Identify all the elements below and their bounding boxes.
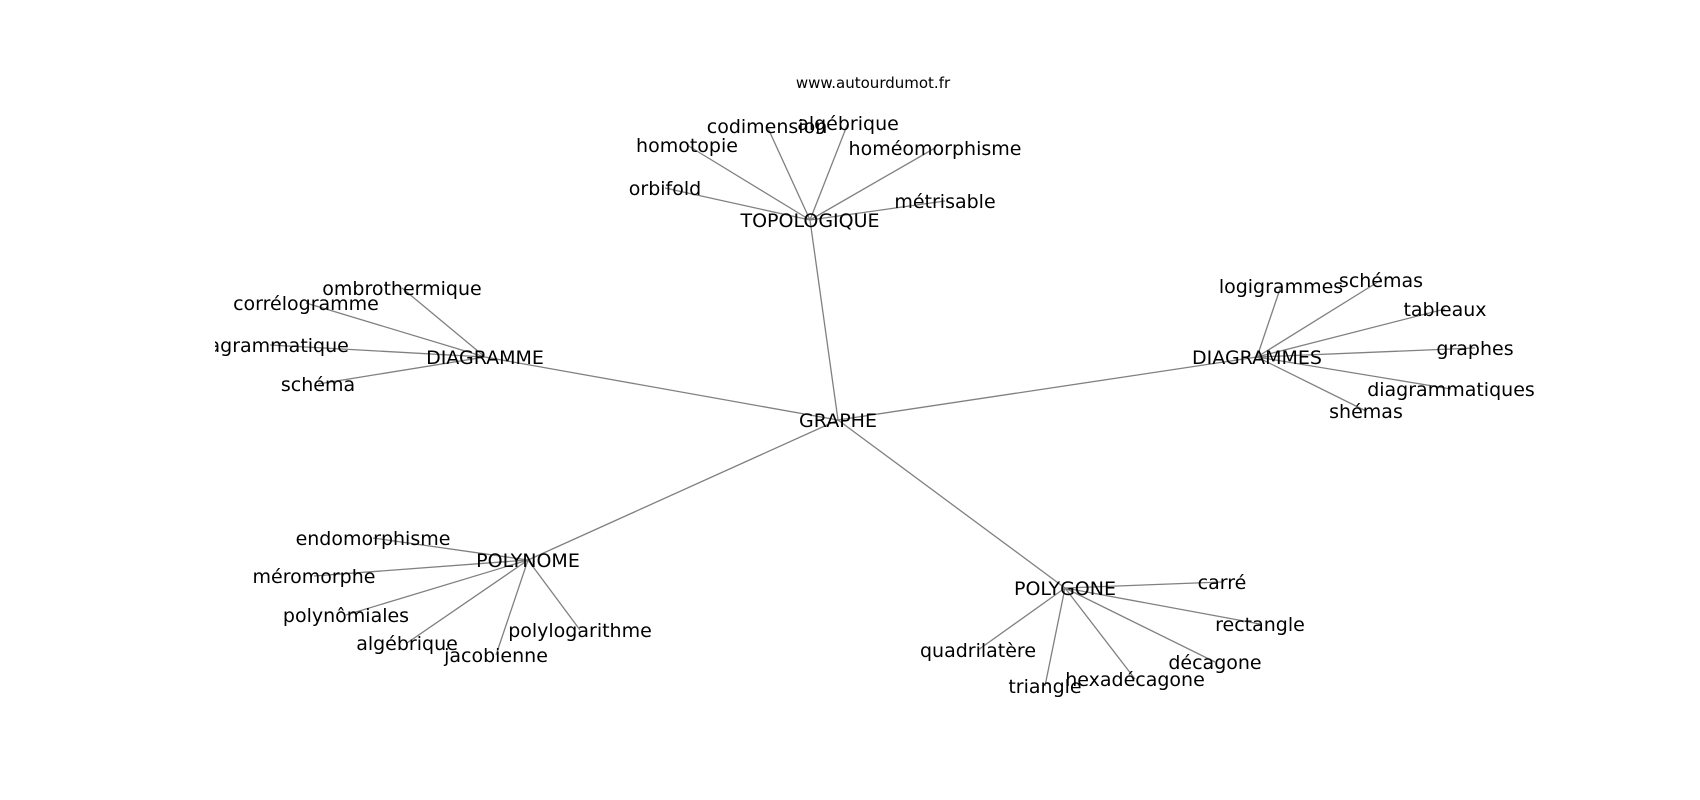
hub-node: POLYNOME: [476, 550, 580, 572]
leaf-node: homotopie: [636, 135, 738, 157]
node-labels: GRAPHETOPOLOGIQUEhomotopiecodimensionalg…: [191, 113, 1535, 698]
edge-hub-leaf: [1256, 308, 1446, 358]
leaf-node: ombrothermique: [322, 278, 481, 300]
leaf-node: méromorphe: [253, 566, 376, 588]
edge-center-hub: [837, 419, 1066, 589]
edge-center-hub: [837, 356, 1258, 421]
edge-center-hub: [484, 356, 839, 421]
edge-hub-leaf: [305, 302, 486, 358]
leaf-node: décagone: [1168, 652, 1261, 674]
edge-hub-leaf: [1044, 587, 1066, 687]
leaf-node: carré: [1198, 572, 1247, 594]
leaf-node: quadrilatère: [920, 640, 1036, 662]
leaf-node: triangle: [1008, 676, 1081, 698]
edges: [269, 122, 1476, 687]
edge-hub-leaf: [269, 344, 486, 358]
leaf-node: polynômiales: [283, 605, 409, 627]
edge-hub-leaf: [1064, 581, 1223, 589]
leaf-node: rectangle: [1215, 614, 1305, 636]
source-label: www.autourdumot.fr: [796, 74, 951, 92]
edge-hub-leaf: [1256, 347, 1476, 358]
edge-hub-leaf: [977, 587, 1066, 651]
leaf-node: métrisable: [894, 191, 995, 213]
edge-hub-leaf: [664, 187, 811, 221]
leaf-node: diagrammatiques: [1367, 379, 1535, 401]
edge-hub-leaf: [809, 200, 946, 221]
edge-hub-leaf: [406, 559, 529, 644]
edge-hub-leaf: [1064, 587, 1216, 663]
leaf-node: jacobienne: [443, 645, 548, 667]
leaf-node: tableaux: [1403, 299, 1486, 321]
edge-hub-leaf: [495, 559, 529, 656]
edge-hub-leaf: [809, 122, 849, 221]
hub-node: TOPOLOGIQUE: [739, 210, 879, 232]
leaf-node: shémas: [1329, 401, 1403, 423]
edge-hub-leaf: [809, 147, 936, 221]
leaf-node: schémas: [1339, 270, 1423, 292]
leaf-node: orbifold: [629, 178, 701, 200]
leaf-node: codimension: [707, 116, 828, 138]
edge-hub-leaf: [1256, 285, 1282, 358]
hub-node: POLYGONE: [1014, 578, 1116, 600]
edge-hub-leaf: [372, 537, 529, 561]
leaf-node: endomorphisme: [296, 528, 451, 550]
leaf-node: graphes: [1436, 338, 1513, 360]
edge-hub-leaf: [317, 356, 486, 385]
edge-center-hub: [809, 219, 839, 421]
edge-center-hub: [527, 419, 839, 561]
hub-node: DIAGRAMME: [426, 347, 544, 369]
leaf-node: algébrique: [356, 633, 458, 655]
edge-hub-leaf: [401, 287, 486, 358]
leaf-node: algébrique: [797, 113, 899, 135]
hub-node: DIAGRAMMES: [1192, 347, 1322, 369]
leaf-node: corrélogramme: [233, 293, 379, 315]
edge-hub-leaf: [313, 559, 529, 577]
edge-hub-leaf: [345, 559, 529, 616]
leaf-node: homéomorphisme: [849, 138, 1022, 160]
leaf-node: hexadécagone: [1065, 669, 1205, 691]
edge-hub-leaf: [686, 144, 811, 221]
edge-hub-leaf: [1064, 587, 1261, 625]
edge-hub-leaf: [766, 125, 811, 221]
leaf-node: schéma: [281, 374, 355, 396]
edge-hub-leaf: [1064, 587, 1136, 680]
edge-hub-leaf: [527, 559, 581, 631]
center-node: GRAPHE: [799, 410, 877, 432]
leaf-node: polylogarithme: [508, 620, 652, 642]
edge-hub-leaf: [1256, 356, 1367, 412]
leaf-node: diagrammatique: [191, 335, 349, 357]
edge-hub-leaf: [1256, 279, 1382, 358]
leaf-node: logigrammes: [1219, 276, 1343, 298]
edge-hub-leaf: [1256, 356, 1452, 390]
